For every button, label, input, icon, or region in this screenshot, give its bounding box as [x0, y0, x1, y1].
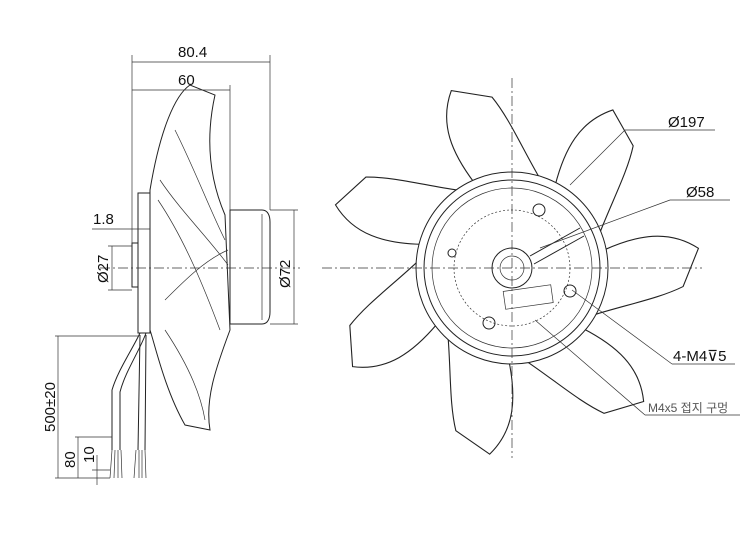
cable-channel [529, 227, 585, 265]
leader-mount-holes [571, 289, 735, 365]
label-plate [502, 284, 554, 310]
dim-cable-length: 500±20 [42, 382, 59, 432]
dim-bolt-circle: Ø58 [686, 184, 714, 201]
wire-ends [109, 449, 147, 479]
dim-motor-diameter: Ø72 [277, 260, 294, 288]
fan-blade [446, 90, 541, 184]
fan-blade [447, 337, 514, 455]
leader-ground-hole [534, 319, 740, 416]
dim-strip-length: 80 [62, 451, 79, 468]
hub-boss [131, 242, 139, 288]
fan-blade [593, 235, 700, 316]
blade-edges [157, 129, 229, 421]
front-view [322, 78, 702, 458]
dim-rotor-depth: 60 [178, 72, 195, 89]
side-view: 80.4 60 1.8 Ø27 Ø72 500±20 80 10 [42, 44, 300, 485]
motor-body [229, 209, 271, 325]
dim-hub-diameter: Ø27 [95, 255, 112, 283]
note-ground-hole: M4x5 접지 구멍 [648, 401, 728, 415]
mount-holes [447, 203, 577, 330]
dim-wire-strip: 10 [81, 446, 98, 463]
fan-blades [334, 90, 700, 455]
dim-fan-diameter: Ø197 [668, 114, 705, 131]
fan-blade [349, 260, 439, 368]
impeller-side-silhouette [149, 84, 231, 431]
leader-fan-diameter [569, 129, 715, 186]
dim-overall-depth: 80.4 [178, 44, 207, 61]
dim-mount-holes: 4-M4⊽5 [673, 348, 727, 365]
mounting-flange [137, 192, 151, 334]
cable-2 [137, 334, 147, 451]
cable-1 [111, 332, 147, 450]
leader-bolt-circle [539, 199, 730, 249]
dim-flange-offset: 1.8 [93, 211, 114, 228]
